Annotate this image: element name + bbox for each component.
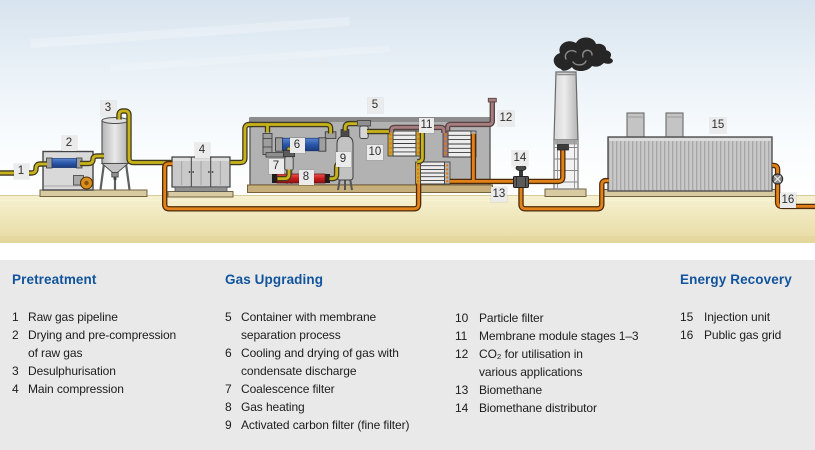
- legend-item-16: 16 Public gas grid: [680, 328, 782, 342]
- legend-item-7: 7 Coalescence filter: [225, 382, 335, 396]
- biomethane-distributor-valve: [513, 164, 529, 188]
- legend-item-number: 14: [455, 401, 469, 415]
- legend-item-14: 14 Biomethane distributor: [455, 401, 597, 415]
- diagram-badge-8: 8: [298, 169, 314, 185]
- legend-item-number: 3: [12, 364, 19, 378]
- legend-item-number: 12: [455, 347, 469, 361]
- diagram-badge-4: 4: [194, 142, 210, 158]
- legend-item-2: 2 Drying and pre-compression of raw gas: [12, 328, 177, 360]
- legend-item-number: 9: [225, 418, 232, 432]
- diagram-badge-10: 10: [366, 144, 384, 160]
- legend-section-gas-upgrading-col2: 10 Particle filter 11 Membrane module st…: [455, 309, 639, 417]
- legend-item-6: 6 Cooling and drying of gas with condens…: [225, 346, 399, 378]
- membrane-module-stage-1: [387, 130, 422, 157]
- ground: [0, 195, 815, 243]
- legend-item-8: 8 Gas heating: [225, 400, 305, 414]
- legend-item-number: 16: [680, 328, 694, 342]
- legend-item-number: 7: [225, 382, 232, 396]
- section-title-pretreatment: Pretreatment: [12, 272, 97, 287]
- legend-item-11: 11 Membrane module stages 1–3: [455, 329, 639, 343]
- legend-item-number: 8: [225, 400, 232, 414]
- legend-item-number: 2: [12, 328, 19, 342]
- diagram-badge-7: 7: [268, 158, 284, 174]
- process-diagram: 1 2 3 4 5 6 7 8 9 10 11 12 13 14 15 16: [0, 0, 815, 243]
- legend-item-number: 15: [680, 310, 694, 324]
- legend-item-number: 6: [225, 346, 232, 360]
- diagram-badge-11: 11: [418, 117, 435, 133]
- flare-smoke: [553, 37, 613, 72]
- legend-item-15: 15 Injection unit: [680, 310, 770, 324]
- legend-item-number: 1: [12, 310, 19, 324]
- diagram-badge-13: 13: [490, 186, 508, 202]
- biomethane-pipe: [162, 134, 815, 212]
- legend-panel: Pretreatment 1 Raw gas pipeline 2 Drying…: [0, 260, 815, 450]
- legend-item-5: 5 Container with membrane separation pro…: [225, 310, 377, 342]
- membrane-module-stage-2: [415, 161, 451, 185]
- legend-item-9: 9 Activated carbon filter (fine filter): [225, 418, 410, 432]
- legend-item-number: 10: [455, 311, 469, 325]
- diagram-badge-15: 15: [709, 117, 727, 133]
- legend-item-number: 5: [225, 310, 232, 324]
- drying-precompression-unit: [42, 150, 94, 191]
- legend-item-1: 1 Raw gas pipeline: [12, 310, 118, 324]
- legend-item-3: 3 Desulphurisation: [12, 364, 116, 378]
- diagram-badge-12: 12: [497, 110, 515, 126]
- diagram-badge-3: 3: [100, 100, 116, 116]
- legend-section-gas-upgrading: Gas Upgrading 5 Container with membrane …: [225, 272, 409, 434]
- flare-burner: [557, 144, 569, 151]
- diagram-badge-1: 1: [13, 163, 29, 179]
- legend-item-12: 12 CO₂ for utilisation in various applic…: [455, 347, 583, 379]
- diagram-badge-9: 9: [335, 151, 351, 167]
- section-title-gas-upgrading: Gas Upgrading: [225, 272, 324, 287]
- legend-section-energy-recovery: Energy Recovery 15 Injection unit 16 Pub…: [680, 272, 792, 344]
- diagram-badge-16: 16: [779, 192, 797, 208]
- diagram-badge-5: 5: [367, 97, 383, 113]
- diagram-badge-14: 14: [511, 150, 529, 166]
- diagram-badge-2: 2: [61, 135, 77, 151]
- diagram-badge-6: 6: [289, 137, 305, 153]
- legend-item-13: 13 Biomethane: [455, 383, 543, 397]
- legend-section-pretreatment: Pretreatment 1 Raw gas pipeline 2 Drying…: [12, 272, 176, 398]
- public-gas-grid-valve: [771, 173, 784, 185]
- desulphurisation-silo: [99, 117, 131, 190]
- injection-unit: [607, 112, 773, 192]
- raw-gas-pipeline: [0, 108, 426, 182]
- section-title-energy-recovery: Energy Recovery: [680, 272, 792, 287]
- main-compression-unit: [171, 156, 231, 192]
- co2-pipe: [388, 97, 497, 134]
- legend-item-number: 4: [12, 382, 19, 396]
- legend-item-10: 10 Particle filter: [455, 311, 544, 325]
- legend-item-number: 13: [455, 383, 469, 397]
- legend-item-4: 4 Main compression: [12, 382, 124, 396]
- legend-item-number: 11: [455, 329, 468, 343]
